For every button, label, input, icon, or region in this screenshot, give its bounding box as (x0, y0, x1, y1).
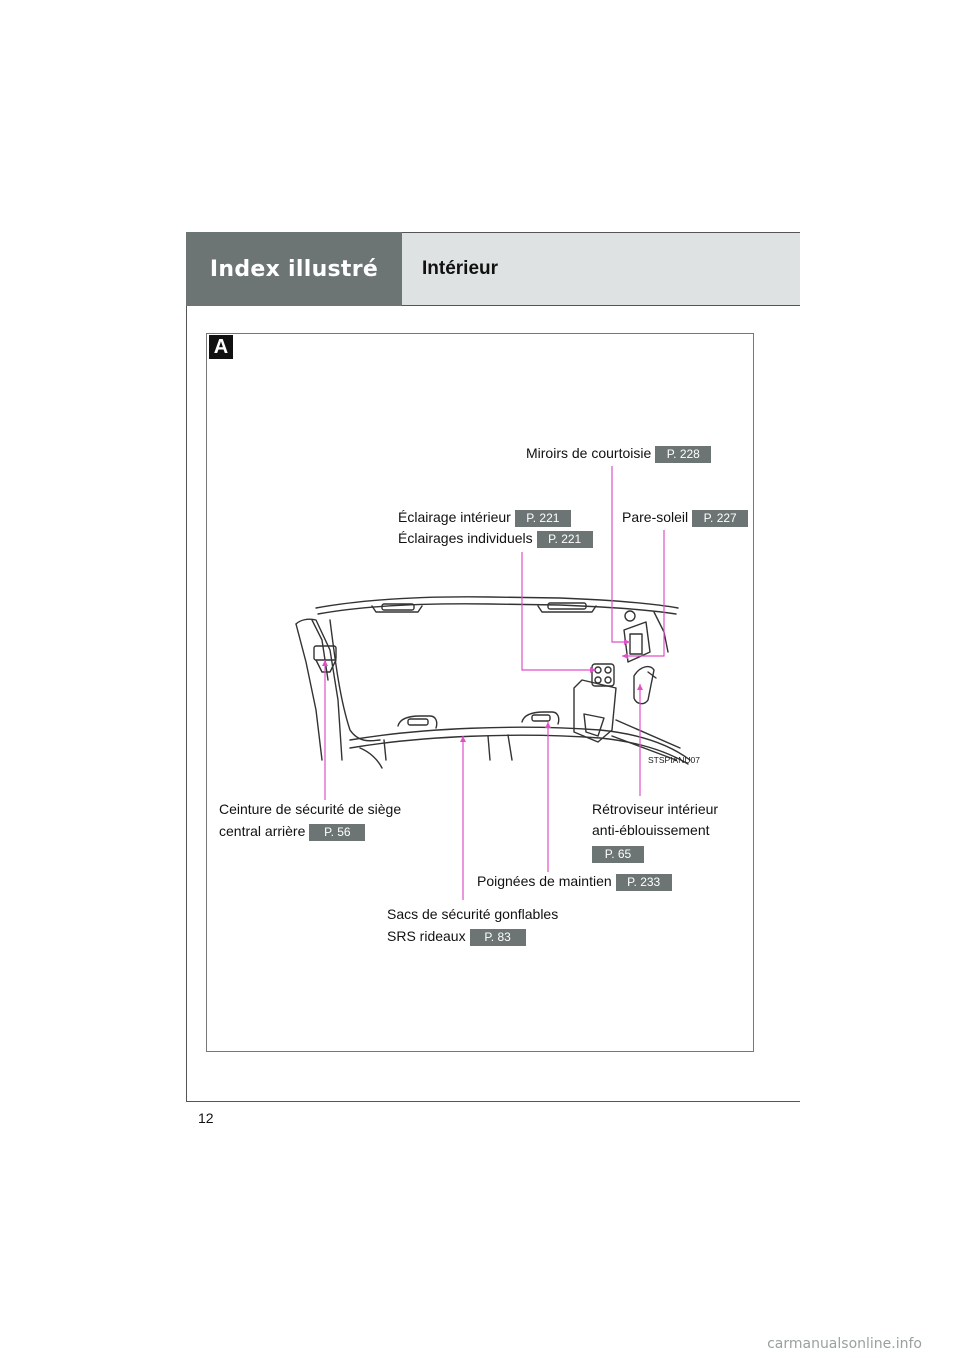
callout-sun-visor-label: Pare-soleil (622, 509, 689, 525)
page-ref-badge[interactable]: P. 233 (615, 873, 672, 891)
callout-line-interior-lights (521, 552, 596, 671)
image-code: STSPIANU07 (648, 755, 700, 765)
page-title: Intérieur (402, 232, 800, 306)
callout-lines (324, 466, 665, 900)
callout-curtain-airbags-line2: SRS rideaux (387, 928, 466, 944)
page-ref-badge[interactable]: P. 227 (692, 509, 749, 527)
callout-rear-view-mirror: Rétroviseur intérieur anti-éblouissement… (592, 799, 718, 864)
callout-rear-view-mirror-line1: Rétroviseur intérieur (592, 801, 719, 817)
page-number: 12 (198, 1110, 214, 1126)
page-ref-badge[interactable]: P. 56 (309, 823, 366, 841)
callout-arrows (322, 639, 643, 742)
ceiling-drawing (295, 596, 691, 769)
callout-seat-belt-line1: Ceinture de sécurité de siège (219, 801, 402, 817)
callout-assist-grips-label: Poignées de maintien (477, 873, 612, 889)
page-ref-badge[interactable]: P. 221 (514, 509, 571, 527)
callout-seat-belt: Ceinture de sécurité de siège central ar… (219, 799, 401, 842)
section-title: Index illustré (186, 232, 402, 306)
callout-seat-belt-line2: central arrière (219, 823, 306, 839)
page-title-text: Intérieur (422, 258, 499, 279)
page-frame (186, 232, 800, 1102)
page-ref-badge[interactable]: P. 65 (592, 845, 644, 863)
callout-curtain-airbags-line1: Sacs de sécurité gonflables (387, 906, 559, 922)
page-ref-badge[interactable]: P. 228 (655, 445, 712, 463)
callout-courtesy-mirrors-label: Miroirs de courtoisie (526, 445, 652, 461)
page-ref-badge[interactable]: P. 83 (469, 928, 526, 946)
callout-personal-lights-label: Éclairages individuels (398, 530, 533, 546)
watermark: carmanualsonline.info (767, 1336, 922, 1352)
section-marker: A (209, 335, 233, 359)
illustration-panel (206, 333, 754, 1052)
callout-interior-light-label: Éclairage intérieur (398, 509, 511, 525)
callout-line-sun-visor (622, 530, 665, 657)
page-ref-badge[interactable]: P. 221 (536, 530, 593, 548)
callout-rear-view-mirror-line2: anti-éblouissement (592, 822, 710, 838)
callout-line-courtesy-mirrors (611, 466, 630, 643)
